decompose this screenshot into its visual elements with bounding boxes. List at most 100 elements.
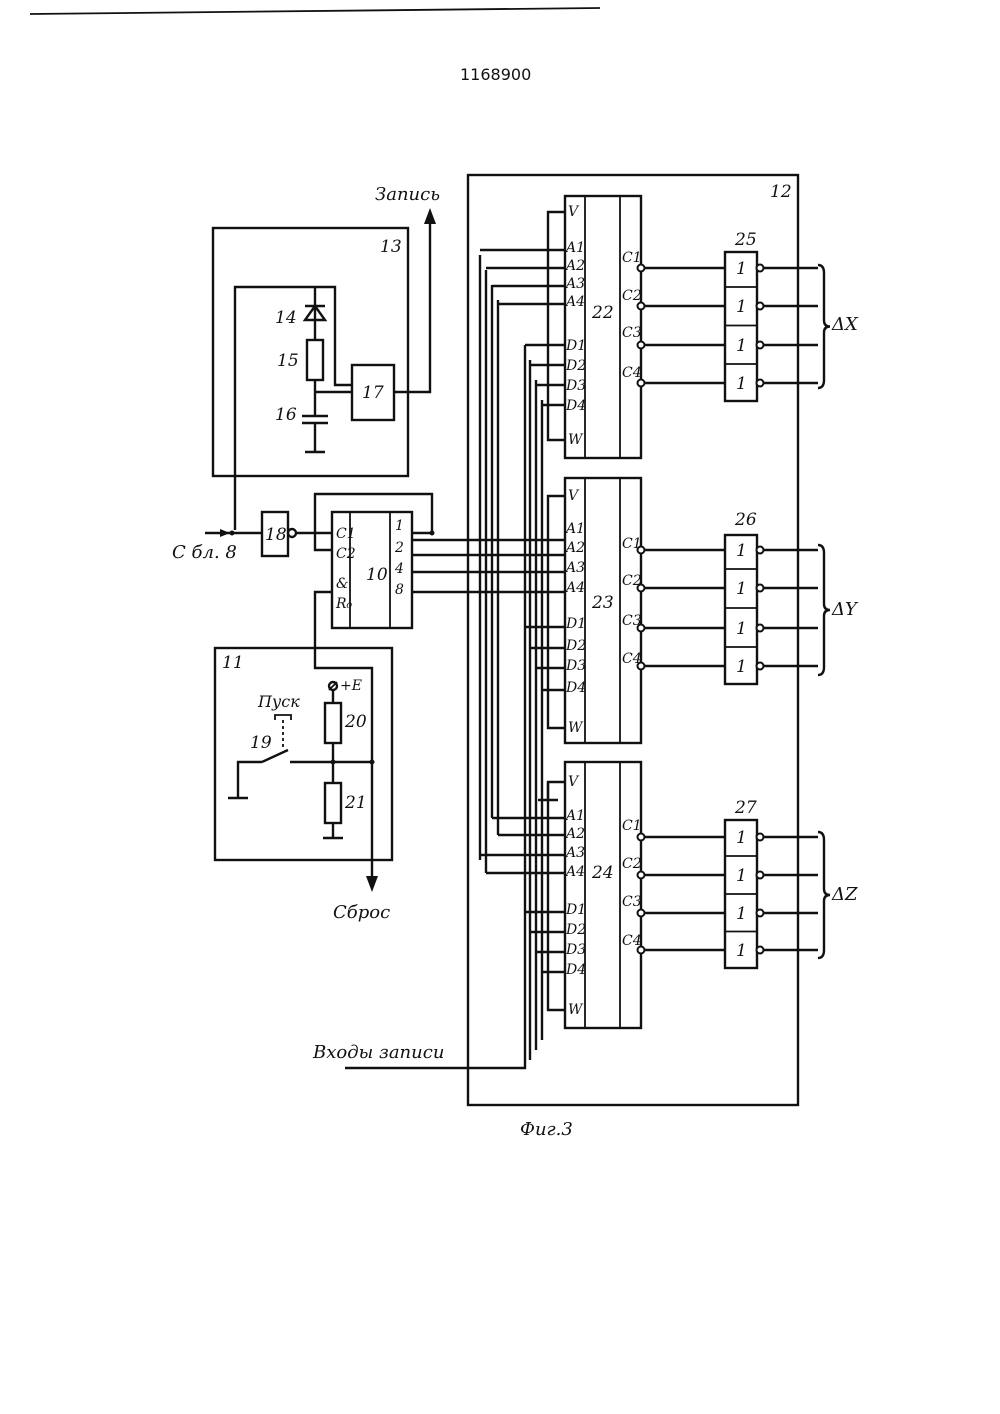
memory-22-pin-c1: C1 [622,250,642,266]
clock-junction [230,531,235,536]
inverter-group-26-label: 26 [734,510,757,530]
memory-24-pin-w: W [568,1002,584,1018]
output-dx-label: ΔX [831,314,859,335]
inverter-label: 1 [736,866,747,886]
memory-output-bubble [638,625,645,632]
counter-pin-r0: R₀ [335,596,353,612]
memory-24-pin-d1: D1 [565,902,586,918]
memory-23-pin-a1: A1 [564,521,585,537]
resistor-21-label: 21 [344,793,367,813]
counter-pin-q4: 4 [394,561,404,577]
block-11-label: 11 [222,653,244,673]
power-label: +E [340,678,362,694]
counter-pin-c1: C1 [336,526,356,542]
inverter-output-bubble [757,872,764,879]
reset-out-label: Сброс [333,902,390,923]
memory-output-bubble [638,547,645,554]
memory-24: 24 V A1 A2 A3 A4 D1 D2 D3 D4 W C1 C2 C3 … [564,762,642,1028]
diode-14-label: 14 [275,308,297,328]
memory-23: 23 V A1 A2 A3 A4 D1 D2 D3 D4 W C1 C2 C3 … [564,478,642,743]
block-12-label: 12 [770,182,792,202]
counter-10-label: 10 [366,565,388,585]
feedback-junction [430,531,435,536]
scan-border-line [30,8,600,14]
resistor-21 [325,783,341,823]
inverter-output-bubble [757,303,764,310]
memory-23-pin-a4: A4 [564,580,585,596]
inverter-label: 1 [736,374,747,394]
memory-22-pin-d2: D2 [565,358,586,374]
wire-reset [315,592,372,878]
resistor-15-label: 15 [277,351,299,371]
start-label: Пуск [257,692,300,711]
memory-24-pin-v: V [568,774,580,790]
memory-23-pin-v: V [568,488,580,504]
memory-23-pin-d1: D1 [565,616,586,632]
inverter-output-bubble [757,342,764,349]
inverter-label: 1 [736,904,747,924]
memory-22-pin-c3: C3 [622,325,642,341]
memory-22-pin-c4: C4 [622,365,642,381]
clock-arrow [220,529,230,537]
memory-22-pin-a2: A2 [564,258,585,274]
counter-pin-q2: 2 [394,540,404,556]
memory-22-pin-d1: D1 [565,338,586,354]
wire-switch-ground [238,762,262,798]
memory-22: 22 V A1 A2 A3 A4 D1 D2 D3 D4 W C1 C2 C3 … [564,196,642,458]
resistor-15 [307,340,323,380]
inverter-output-bubble [757,380,764,387]
inverter-label: 1 [736,579,747,599]
inverter-output-bubble [757,625,764,632]
inverter-label: 1 [736,657,747,677]
inverter-label: 1 [736,619,747,639]
inverter-output-bubble [757,547,764,554]
memory-23-pin-d4: D4 [565,680,586,696]
block-17-label: 17 [362,383,384,403]
memory-23-pin-d3: D3 [565,658,586,674]
switch-19-button [275,715,291,720]
memory-23-pin-a2: A2 [564,540,585,556]
switch-19-label: 19 [250,733,272,753]
memory-output-bubble [638,265,645,272]
memory-22-label: 22 [591,303,614,323]
memory-output-bubble [638,947,645,954]
memory-output-bubble [638,585,645,592]
write-arrow [424,208,436,224]
memory-24-pin-d3: D3 [565,942,586,958]
resistor-20-label: 20 [344,712,367,732]
counter-pin-q8: 8 [395,582,404,598]
memory-23-pin-d2: D2 [565,638,586,654]
memory-output-bubble [638,303,645,310]
memory-22-pin-d4: D4 [565,398,586,414]
memory-output-bubble [638,663,645,670]
counter-pin-q1: 1 [395,518,404,534]
block-11-frame [215,648,392,860]
memory-24-pin-a1: A1 [564,808,585,824]
block-12-frame [468,175,798,1105]
inverter-label: 1 [736,297,747,317]
resistor-20 [325,703,341,743]
inverter-label: 1 [736,828,747,848]
inverter-label: 1 [736,541,747,561]
inverter-group-25-label: 25 [734,230,757,250]
output-brace [818,265,830,388]
vw-rail-23 [548,496,565,728]
block-18-label: 18 [265,525,287,545]
inverter-output-bubble [757,585,764,592]
memory-23-label: 23 [591,593,614,613]
patent-number: 1168900 [460,65,531,84]
inverter-label: 1 [736,259,747,279]
block-13-label: 13 [380,237,402,257]
memory-24-pin-d2: D2 [565,922,586,938]
memory-output-bubble [638,380,645,387]
output-brace [818,832,830,958]
memory-22-pin-v: V [568,204,580,220]
output-dz-label: ΔZ [831,884,858,905]
inverter-output-bubble [757,910,764,917]
inverter-output-bubble [757,265,764,272]
clock-in-label: С бл. 8 [172,542,237,563]
block-13-frame [213,228,408,476]
block-18-inverted-output [288,529,296,537]
figure-caption: Фиг.3 [520,1119,573,1140]
